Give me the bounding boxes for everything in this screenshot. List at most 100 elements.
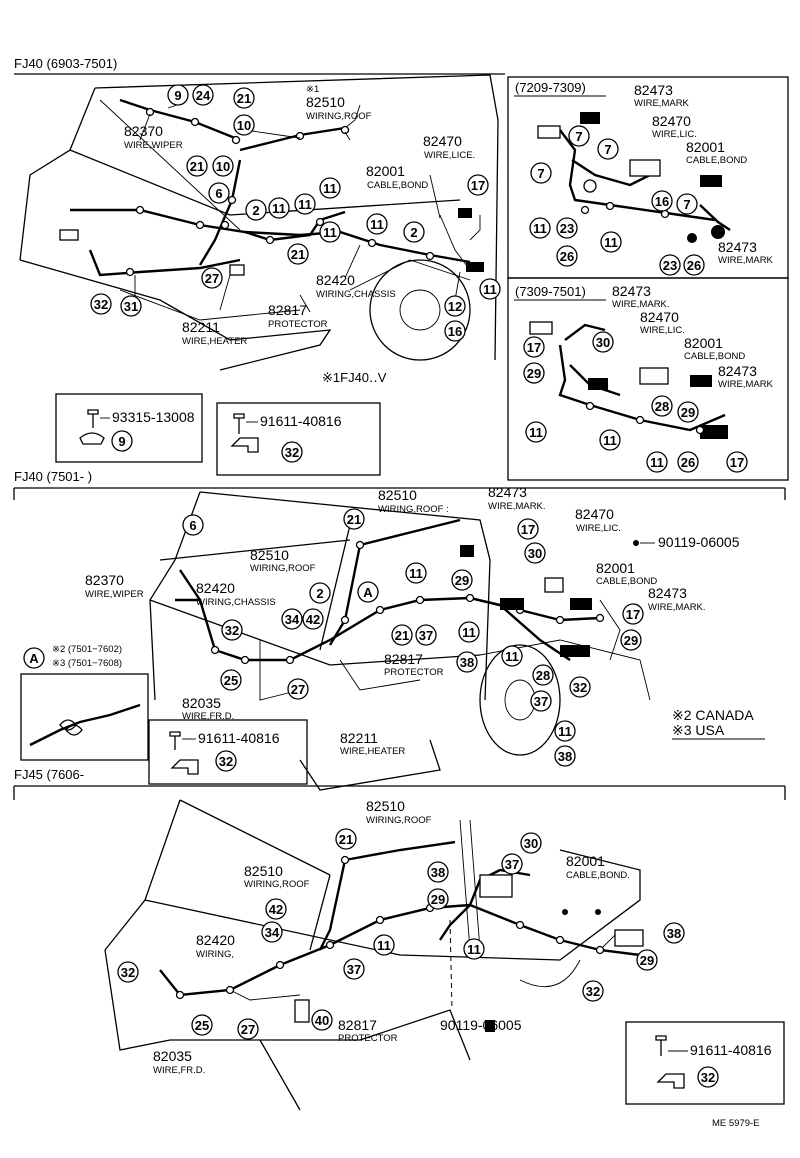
svg-text:29: 29	[455, 573, 469, 588]
callout-42: 42	[265, 898, 287, 920]
svg-text:29: 29	[431, 892, 445, 907]
svg-text:WIRE,MARK.: WIRE,MARK.	[488, 501, 546, 512]
svg-text:82817: 82817	[338, 1017, 377, 1033]
callout-29: 29	[451, 569, 473, 591]
callout-7: 7	[568, 125, 590, 147]
svg-text:11: 11	[650, 455, 664, 470]
callout-17: 17	[523, 336, 545, 358]
svg-text:2: 2	[410, 225, 417, 240]
svg-text:7: 7	[604, 142, 611, 157]
svg-text:6: 6	[189, 518, 196, 533]
svg-text:WIRING,: WIRING,	[196, 949, 234, 960]
svg-text:28: 28	[655, 399, 669, 414]
callouts-section-1: 9 24 21 10 21 10 6 2 11 11 11 11 2 17 11…	[90, 84, 501, 342]
svg-text:30: 30	[596, 335, 610, 350]
svg-text:※3 USA: ※3 USA	[672, 722, 725, 738]
svg-text:11: 11	[505, 649, 519, 664]
svg-text:WIRE,HEATER: WIRE,HEATER	[182, 336, 247, 347]
callout-37: 37	[343, 958, 365, 980]
svg-text:90119-06005: 90119-06005	[658, 534, 740, 550]
svg-text:21: 21	[190, 159, 204, 174]
note-star1-fj40: ※1FJ40‥V	[322, 370, 387, 385]
svg-text:27: 27	[205, 271, 219, 286]
callout-11: 11	[268, 197, 290, 219]
svg-text:32: 32	[121, 965, 135, 980]
part-labels-section-1: ※1 82510 WIRING,ROOF 82370 WIRE,WIPER 82…	[124, 84, 475, 385]
svg-text:82510: 82510	[366, 798, 405, 814]
svg-text:WIRE,WIPER: WIRE,WIPER	[85, 589, 144, 600]
callout-30: 30	[520, 832, 542, 854]
svg-text:11: 11	[462, 625, 476, 640]
callout-2: 2	[309, 582, 331, 604]
callout-38: 38	[427, 861, 449, 883]
svg-text:29: 29	[527, 366, 541, 381]
svg-text:82473: 82473	[718, 363, 757, 379]
callout-11: 11	[646, 451, 668, 473]
svg-text:WIRE,LIC.: WIRE,LIC.	[652, 129, 697, 140]
svg-text:WIRE,LICE.: WIRE,LICE.	[424, 150, 475, 161]
callout-21: 21	[343, 508, 365, 530]
svg-text:※3 (7501−7608): ※3 (7501−7608)	[52, 658, 122, 669]
svg-text:11: 11	[604, 235, 618, 250]
bolt-box-91611-b: 91611-40816 32	[148, 719, 308, 785]
svg-text:32: 32	[94, 297, 108, 312]
svg-text:12: 12	[448, 299, 462, 314]
svg-text:PROTECTOR: PROTECTOR	[384, 667, 444, 678]
svg-text:82473: 82473	[648, 585, 687, 601]
part-82510: 82510	[306, 94, 345, 110]
svg-text:2: 2	[316, 586, 323, 601]
callout-25: 25	[220, 669, 242, 691]
svg-text:30: 30	[524, 836, 538, 851]
callout-10: 10	[233, 114, 255, 136]
vehicle-body-outline-1	[19, 74, 499, 371]
callout-42: 42	[302, 608, 324, 630]
svg-text:82473: 82473	[718, 239, 757, 255]
callout-27: 27	[287, 678, 309, 700]
callout-9: 9	[167, 84, 189, 106]
svg-text:WIRING,ROOF: WIRING,ROOF	[244, 879, 310, 890]
vehicle-body-outline-2	[149, 491, 651, 791]
callout-27: 27	[201, 267, 223, 289]
svg-text:38: 38	[558, 749, 572, 764]
svg-text:32: 32	[573, 680, 587, 695]
svg-text:WIRE,LIC.: WIRE,LIC.	[576, 523, 621, 534]
svg-text:91611-40816: 91611-40816	[198, 730, 280, 746]
callout-11: 11	[479, 278, 501, 300]
svg-text:38: 38	[431, 865, 445, 880]
svg-text:7: 7	[683, 197, 690, 212]
callout-16: 16	[651, 190, 673, 212]
callout-11: 11	[600, 231, 622, 253]
callout-16: 16	[444, 320, 466, 342]
svg-text:82510: 82510	[378, 487, 417, 503]
svg-text:82370: 82370	[85, 572, 124, 588]
svg-text:CABLE,BOND: CABLE,BOND	[367, 180, 428, 191]
svg-text:CABLE,BOND: CABLE,BOND	[684, 351, 745, 362]
svg-text:24: 24	[196, 88, 211, 103]
svg-text:CABLE,BOND.: CABLE,BOND.	[566, 870, 630, 881]
svg-text:29: 29	[640, 953, 654, 968]
svg-text:17: 17	[626, 607, 640, 622]
svg-text:WIRING,ROOF :: WIRING,ROOF :	[378, 504, 449, 515]
callout-11: 11	[373, 934, 395, 956]
callout-40: 40	[311, 1009, 333, 1031]
callout-2: 2	[245, 199, 267, 221]
callout-28: 28	[651, 395, 673, 417]
svg-text:37: 37	[347, 962, 361, 977]
svg-text:※2 (7501−7602): ※2 (7501−7602)	[52, 644, 122, 655]
svg-text:11: 11	[558, 724, 572, 739]
svg-text:91611-40816: 91611-40816	[690, 1042, 772, 1058]
callout-11: 11	[529, 217, 551, 239]
callout-6: 6	[208, 182, 230, 204]
svg-text:WIRE,LIC.: WIRE,LIC.	[640, 325, 685, 336]
callout-26: 26	[556, 245, 578, 267]
svg-text:32: 32	[701, 1070, 715, 1085]
svg-text:6: 6	[215, 186, 222, 201]
svg-text:34: 34	[265, 925, 280, 940]
part-82211: 82211	[182, 319, 220, 335]
callout-17: 17	[622, 603, 644, 625]
bolt-box-91611-a: 91611-40816 32	[216, 402, 381, 476]
svg-text:21: 21	[339, 832, 353, 847]
svg-text:82473: 82473	[634, 82, 673, 98]
callout-7: 7	[530, 162, 552, 184]
callouts-section-3: 21 30 37 38 29 42 34 11 11 38 29 32 37 3…	[117, 828, 685, 1040]
